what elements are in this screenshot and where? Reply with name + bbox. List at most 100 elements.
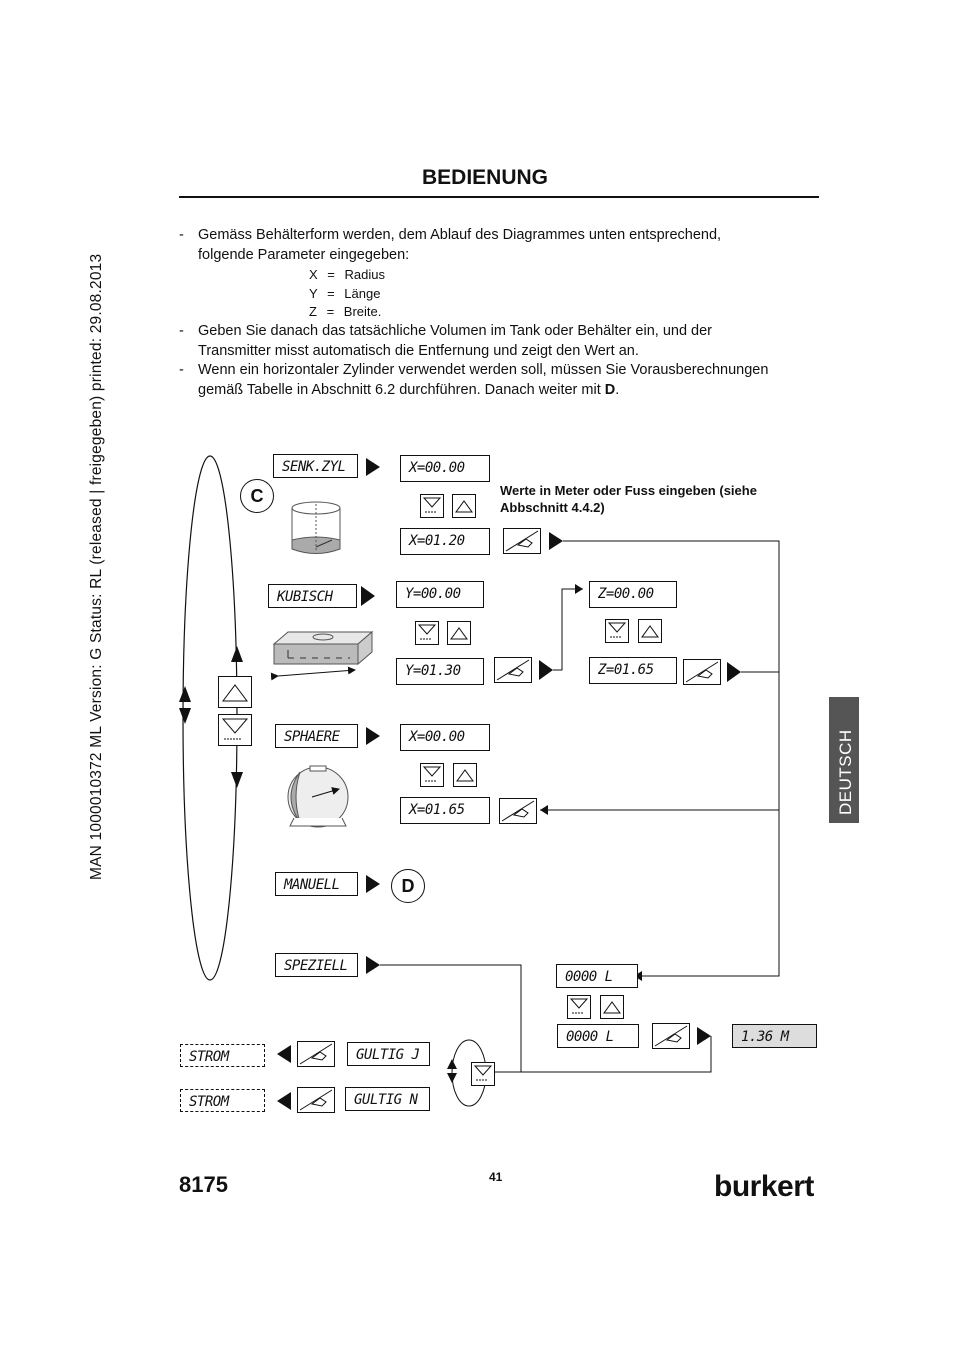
bullet-dash: - [179,227,184,243]
cube-illustration [270,630,374,681]
arrow-y1-enter [539,660,553,680]
key-up[interactable] [453,763,477,787]
enter-key[interactable] [683,659,721,685]
key-up[interactable] [452,494,476,518]
key-up[interactable] [447,621,471,645]
var-value: Länge [344,286,381,301]
down-arrow-icon [569,998,589,1014]
key-down-enter-large[interactable] [218,714,252,746]
display-x2-entered: X=01.65 [400,797,490,824]
cylinder-illustration [291,501,341,554]
p2-line2: Transmitter misst automatisch die Entfer… [198,343,639,359]
hand-icon [299,1089,333,1111]
key-down-enter[interactable] [420,494,444,518]
loop-arrow-down [231,772,243,788]
line-speziell-loop [380,964,522,1073]
line-result-loop [521,1036,712,1073]
menu-sphaere[interactable]: SPHAERE [275,724,358,748]
hand-icon [685,661,719,683]
units-note: Werte in Meter oder Fuss eingeben (siehe… [500,483,757,515]
arrow-speziell [366,956,380,974]
hand-icon [501,800,535,822]
display-gultig-j: GULTIG J [347,1042,430,1066]
var-key: Z [309,304,317,319]
hand-icon [299,1043,333,1065]
p3-line1: Wenn ein horizontaler Zylinder verwendet… [198,362,769,378]
key-down-enter[interactable] [415,621,439,645]
key-down-enter[interactable] [567,995,591,1019]
line-y-to-z [553,588,583,671]
loop-arrow-up [231,646,243,662]
display-y-entered: Y=01.30 [396,658,484,685]
var-row: Y = Länge [309,284,380,304]
up-arrow-icon [455,500,473,513]
var-value: Breite. [343,304,382,319]
up-arrow-icon [641,625,659,638]
bullet-dash: - [179,323,184,339]
var-row: X = Radius [309,265,385,285]
hand-icon [496,659,530,681]
burkert-logo: burkert [714,1170,814,1203]
language-tab [829,697,859,823]
p1-line2: folgende Parameter eingegeben: [198,247,410,263]
arrow-into-vol [634,971,642,981]
down-arrow-icon [422,766,442,782]
enter-key[interactable] [652,1023,690,1049]
up-arrow-icon [450,627,468,640]
menu-speziell[interactable]: SPEZIELL [275,953,358,977]
arrow-senk [366,458,380,476]
arrow-x1-enter [549,532,563,550]
arrow-z1-enter [727,662,741,682]
display-gultig-n: GULTIG N [345,1087,430,1111]
arrow-into-sphaere-enter [540,805,548,815]
menu-senk-zyl[interactable]: SENK.ZYL [273,454,358,478]
key-down-enter[interactable] [471,1062,495,1086]
enter-key[interactable] [503,528,541,554]
loop-arrow-left-up [179,686,191,702]
page-title: BEDIENUNG [422,166,549,189]
menu-kubisch[interactable]: KUBISCH [268,584,357,608]
enter-key[interactable] [297,1041,335,1067]
key-up[interactable] [600,995,624,1019]
enter-key[interactable] [494,657,532,683]
display-result: 1.36 M [732,1024,817,1048]
arrow-strom2 [277,1092,291,1110]
small-loop-arrow-up [447,1059,457,1069]
display-z-initial: Z=00.00 [589,581,677,608]
title-rule [179,196,819,198]
menu-manuell[interactable]: MANUELL [275,872,358,896]
key-down-enter[interactable] [605,619,629,643]
hand-icon [505,530,539,552]
var-key: Y [309,286,318,301]
sphere-illustration [287,765,349,828]
small-loop-arrow-down [447,1073,457,1083]
p2-line1: Geben Sie danach das tatsächliche Volume… [198,323,713,339]
display-volume-initial: 0000 L [556,964,638,988]
p3-line2: gemäß Tabelle in Abschnitt 6.2 durchführ… [198,380,619,400]
enter-key[interactable] [499,798,537,824]
down-arrow-icon [422,497,442,513]
label-c: C [240,479,274,513]
down-arrow-icon [221,718,249,740]
loop-arrow-left-down [179,708,191,724]
arrow-sphaere [366,727,380,745]
arrow-manuell [366,875,380,893]
var-value: Radius [344,267,385,282]
down-arrow-icon [473,1065,493,1081]
key-down-enter[interactable] [420,763,444,787]
var-row: Z = Breite. [309,302,381,322]
up-arrow-icon [603,1001,621,1014]
display-x2-initial: X=00.00 [400,724,490,751]
enter-key[interactable] [297,1087,335,1113]
display-z-entered: Z=01.65 [589,657,677,684]
arrow-kubisch [361,586,375,606]
arrow-into-z [575,584,583,594]
arrow-result [697,1027,711,1045]
var-eq: = [327,267,335,282]
var-key: X [309,267,318,282]
key-up-large[interactable] [218,676,252,708]
display-volume-entered: 0000 L [557,1024,639,1048]
key-up[interactable] [638,619,662,643]
p3-line2-end: . [615,382,620,398]
